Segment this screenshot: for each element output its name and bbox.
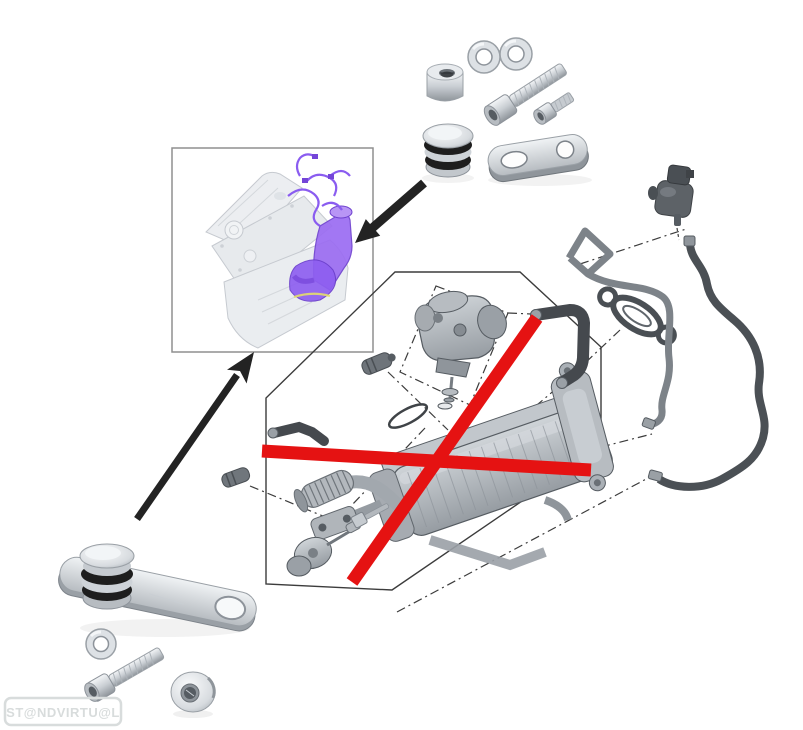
metal-seal-ring bbox=[387, 403, 429, 429]
red-cross-out bbox=[261, 314, 592, 586]
watermark-badge: ST@NDVIRTU@L bbox=[3, 696, 123, 727]
socket-bolt-short bbox=[533, 92, 575, 125]
pipe-flange-plate bbox=[310, 506, 359, 541]
arrow-to-engine-long bbox=[134, 352, 254, 521]
vacuum-solenoid-valve bbox=[648, 164, 694, 226]
exploded-egr-assembly bbox=[221, 227, 687, 613]
washer-top-1 bbox=[467, 40, 501, 74]
blanking-cap-installed bbox=[79, 543, 135, 610]
egr-flange-highlight bbox=[329, 205, 353, 219]
cross-stroke-shallow bbox=[261, 444, 592, 477]
cylindrical-spacer bbox=[426, 63, 464, 102]
elbow-hose-mid bbox=[267, 421, 329, 446]
cross-stroke-steep bbox=[346, 314, 543, 586]
washer-top-2 bbox=[499, 37, 533, 71]
actuator-bolt bbox=[350, 503, 390, 529]
washer-bottom bbox=[85, 628, 117, 660]
cooler-bracket bbox=[428, 535, 547, 571]
assembly-outline-box bbox=[265, 271, 602, 591]
egr-circuit-highlight bbox=[287, 153, 353, 302]
vacuum-hose-light bbox=[565, 227, 674, 430]
socket-bolt-bottom bbox=[84, 647, 165, 702]
watermark-text: ST@NDVIRTU@L bbox=[6, 705, 120, 720]
vacuum-parts-group bbox=[565, 164, 769, 491]
blanking-plate-kit bbox=[58, 543, 257, 718]
sealing-plug-2 bbox=[221, 467, 251, 488]
dipstick-accent bbox=[293, 292, 331, 299]
egr-valve bbox=[414, 290, 507, 410]
socket-bolt-long bbox=[483, 63, 567, 126]
spacer-bushing bbox=[170, 671, 216, 713]
flex-bellows-pipe bbox=[293, 469, 355, 513]
vacuum-hose-dark bbox=[647, 235, 769, 491]
blanking-cap-top bbox=[422, 123, 474, 178]
engine-inset-box bbox=[171, 147, 374, 353]
elbow-hose-upper bbox=[530, 303, 591, 389]
arrow-to-engine-short bbox=[355, 179, 427, 243]
link-plate bbox=[487, 134, 589, 183]
hose-fitting bbox=[647, 469, 663, 482]
vacuum-actuator bbox=[286, 519, 361, 577]
pointer-arrows bbox=[134, 179, 427, 521]
watermark-frame bbox=[3, 696, 123, 727]
cooler-inlet-pipe bbox=[351, 475, 403, 510]
top-hardware-kit bbox=[422, 37, 592, 186]
hose-fitting bbox=[641, 417, 656, 430]
sealing-plug-1 bbox=[361, 352, 396, 375]
hose-fitting bbox=[683, 235, 696, 247]
